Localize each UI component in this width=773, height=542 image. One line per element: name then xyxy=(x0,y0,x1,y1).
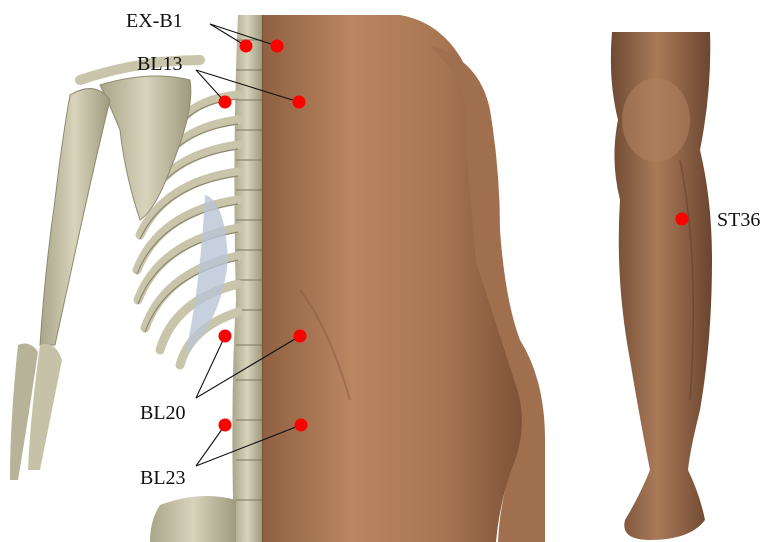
point-bl23-skin xyxy=(295,419,308,432)
label-bl13: BL13 xyxy=(137,53,183,75)
point-ex-b1-skin xyxy=(271,40,284,53)
point-bl13-skeleton xyxy=(219,96,232,109)
point-bl13-skin xyxy=(293,96,306,109)
label-ex-b1: EX-B1 xyxy=(126,10,183,32)
torso-back-skin xyxy=(258,15,545,542)
point-bl23-skeleton xyxy=(219,419,232,432)
label-bl20: BL20 xyxy=(140,402,186,424)
point-bl20-skin xyxy=(294,330,307,343)
lower-leg-front xyxy=(611,32,712,540)
label-st36: ST36 xyxy=(717,209,760,231)
label-bl23: BL23 xyxy=(140,467,186,489)
leader-bl20-a xyxy=(196,336,225,398)
skeleton-back-view xyxy=(10,15,262,542)
point-bl20-skeleton xyxy=(219,330,232,343)
point-st36 xyxy=(676,213,689,226)
point-ex-b1-skeleton xyxy=(240,40,253,53)
